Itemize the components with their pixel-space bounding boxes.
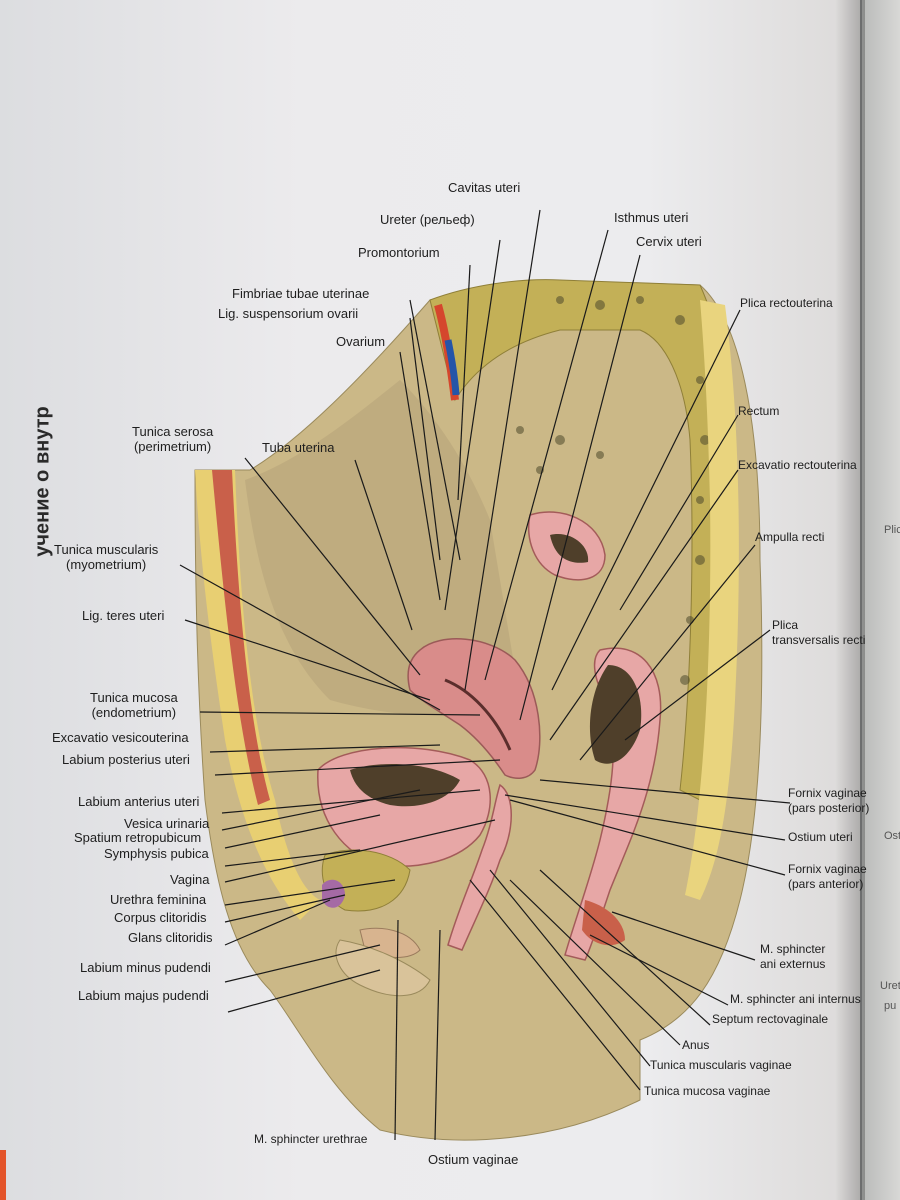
label-tunica-mucosa-vaginae: Tunica mucosa vaginae [644,1084,771,1098]
label-anus: Anus [682,1038,710,1052]
anal-sphincter [582,900,625,946]
label-ostium-uteri: Ostium uteri [788,830,853,844]
label-excavatio-rectouterina: Excavatio rectouterina [738,458,857,472]
vagina [447,783,512,951]
edge-label-4: pu [884,1000,897,1012]
edge-label-1: Plica [884,524,900,536]
label-tunica-muscularis: Tunica muscularis (myometrium) [54,542,159,572]
edge-label-2: Ostiu [884,830,900,842]
next-page-edge [862,0,900,1200]
rectus-muscle [212,470,270,805]
label-glans-clitoridis: Glans clitoridis [128,930,213,945]
label-labium-majus: Labium majus pudendi [78,988,209,1003]
label-ostium-vaginae: Ostium vaginae [428,1152,519,1167]
label-tunica-muscularis-vaginae: Tunica muscularis vaginae [650,1058,792,1072]
label-lig-suspensorium: Lig. suspensorium ovarii [218,306,359,321]
label-fornix-anterior: Fornix vaginae (pars anterior) [788,862,867,891]
rectal-lumen [589,665,642,764]
chapter-tab [0,1150,6,1200]
label-urethra-feminina: Urethra feminina [110,892,207,907]
label-ovarium: Ovarium [336,334,386,349]
label-excavatio-vesicouterina: Excavatio vesicouterina [52,730,189,745]
label-ureter: Ureter (рельеф) [380,212,475,227]
label-ampulla-recti: Ampulla recti [755,530,825,544]
edge-label-3: Urethr [880,980,900,992]
label-m-sphincter-ani-externus: M. sphincter ani externus [760,942,826,971]
label-labium-anterius: Labium anterius uteri [78,794,200,809]
uterine-cavity [444,678,512,751]
label-m-sphincter-ani-internus: M. sphincter ani internus [730,992,861,1006]
label-m-sphincter-urethrae: M. sphincter urethrae [254,1132,368,1146]
iliac-vein [444,339,460,396]
bladder-lumen [350,764,460,807]
label-vagina: Vagina [170,872,210,887]
label-tuba-uterina: Tuba uterina [262,440,335,455]
label-fornix-posterior: Fornix vaginae (pars posterior) [788,786,870,815]
spine-shadow [835,0,865,1200]
label-vesica-urinaria: Vesica urinaria [124,816,210,831]
label-tunica-mucosa: Tunica mucosa (endometrium) [90,690,178,720]
label-cavitas-uteri: Cavitas uteri [448,180,521,195]
label-spatium-retropubicum: Spatium retropubicum [74,830,202,845]
sigmoid-lumen [550,534,589,563]
label-symphysis-pubica: Symphysis pubica [104,846,209,861]
label-labium-minus: Labium minus pudendi [80,960,211,975]
label-plica-rectouterina: Plica rectouterina [740,296,833,310]
label-tunica-serosa: Tunica serosa (perimetrium) [132,424,214,454]
spinal-band [685,300,739,900]
label-cervix-uteri: Cervix uteri [636,234,702,249]
bone-texture [516,296,710,685]
label-fimbriae: Fimbriae tubae uterinae [232,286,370,301]
label-promontorium: Promontorium [358,245,440,260]
label-septum-rectovaginale: Septum rectovaginale [712,1012,829,1026]
label-lig-teres: Lig. teres uteri [82,608,165,623]
label-rectum: Rectum [738,404,780,418]
label-corpus-clitoridis: Corpus clitoridis [114,910,207,925]
pelvic-cavity [245,380,520,715]
label-isthmus-uteri: Isthmus uteri [614,210,689,225]
labium-majus [335,939,431,997]
leader-lines [179,209,791,1141]
label-plica-transversalis: Plica transversalis recti [772,618,866,647]
label-labium-posterius: Labium posterius uteri [62,752,190,767]
